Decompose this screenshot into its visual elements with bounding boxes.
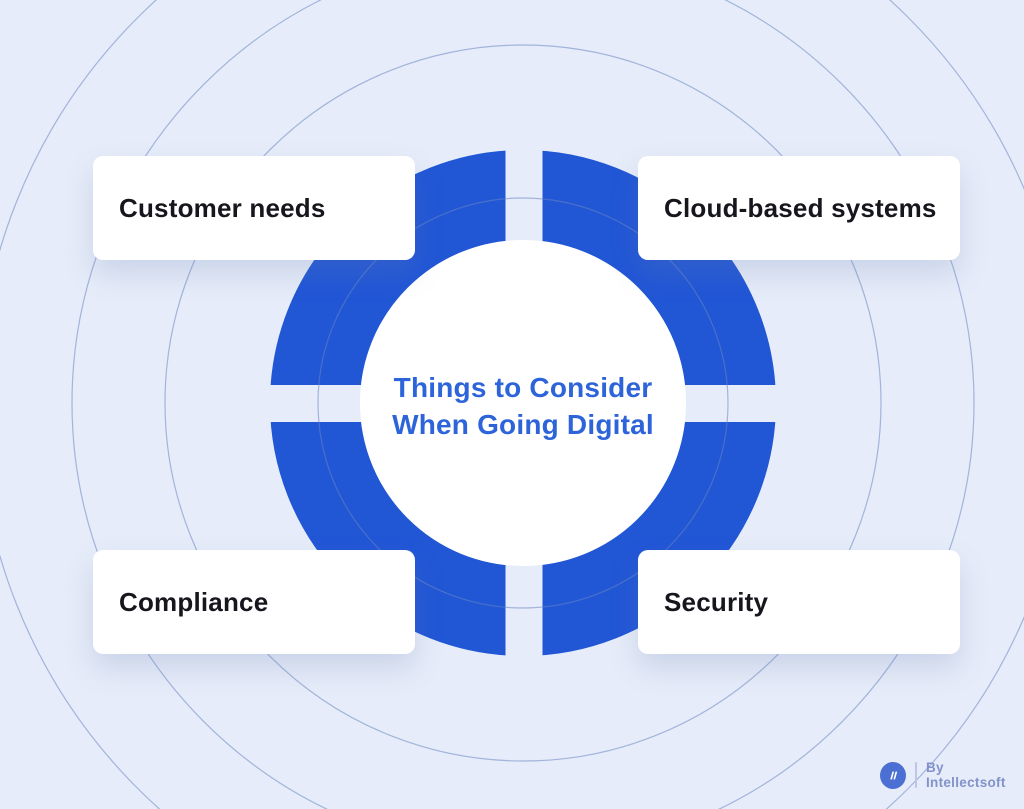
intellectsoft-logo-icon	[880, 761, 907, 789]
guide-circle-2	[164, 44, 882, 762]
diagram-title: Things to Consider When Going Digital	[358, 369, 688, 443]
card-label: Compliance	[119, 586, 269, 617]
card-cloud-based-systems: Cloud-based systems	[638, 156, 960, 260]
center-disc	[360, 240, 686, 566]
card-customer-needs: Customer needs	[93, 156, 415, 260]
card-label: Customer needs	[119, 192, 326, 223]
card-security: Security	[638, 550, 960, 654]
diagram-title-line1: Things to Consider	[393, 372, 653, 403]
guide-circle-1	[317, 197, 729, 609]
logo-glyph	[889, 771, 897, 779]
brand-divider	[915, 762, 917, 788]
card-label: Security	[664, 586, 769, 617]
card-label: Cloud-based systems	[664, 192, 937, 223]
brand-text: By Intellectsoft	[925, 760, 1006, 790]
card-compliance: Compliance	[93, 550, 415, 654]
branding: By Intellectsoft	[880, 760, 1024, 790]
guide-circle-3	[71, 0, 975, 809]
diagram-title-line2: When Going Digital	[392, 409, 654, 440]
